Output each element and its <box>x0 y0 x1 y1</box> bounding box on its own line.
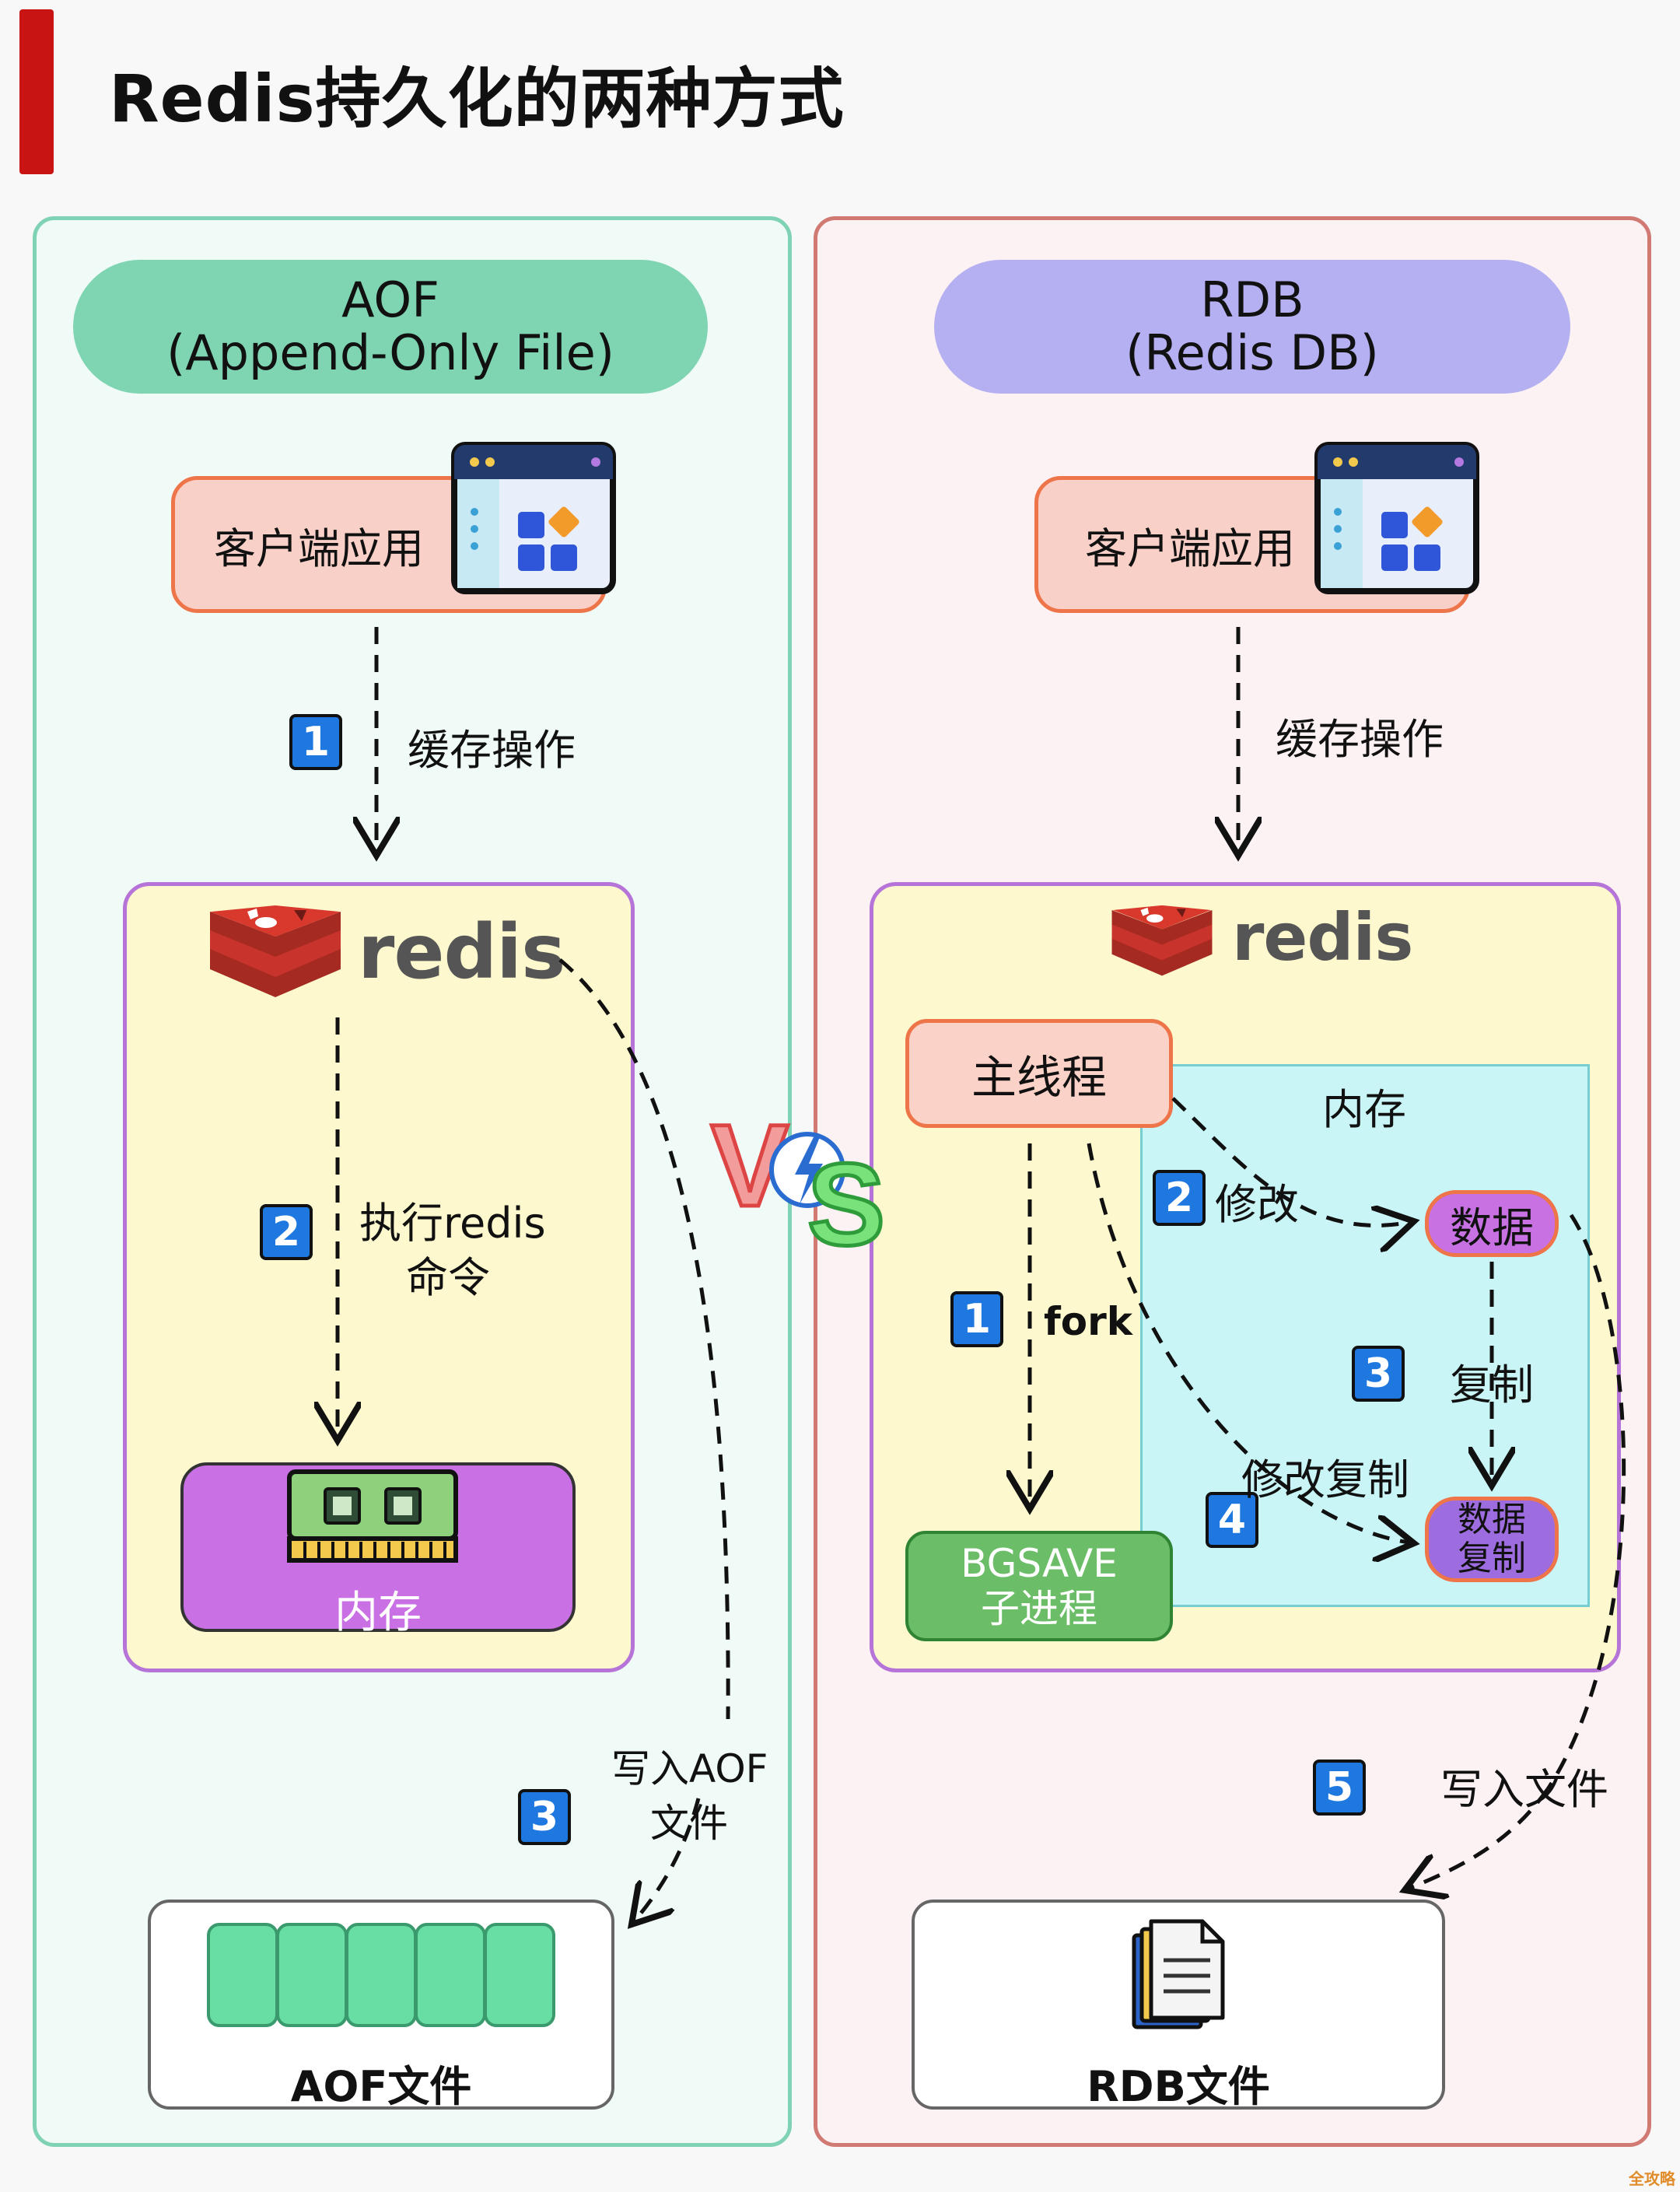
rdb-step2-label: 修改 <box>1215 1180 1299 1229</box>
aof-header: AOF (Append-Only File) <box>73 260 708 394</box>
aof-client-label: 客户端应用 <box>214 523 424 573</box>
watermark: 全攻略 <box>1629 2169 1675 2188</box>
aof-arrow-write-file <box>632 1798 701 1924</box>
rdb-cache-op-label: 缓存操作 <box>1276 715 1444 764</box>
bgsave-label: BGSAVE <box>961 1541 1118 1586</box>
aof-step1-label: 缓存操作 <box>408 726 576 775</box>
rdb-step5-badge: 5 <box>1313 1760 1366 1816</box>
rdb-arrow-write-file <box>1405 1788 1550 1890</box>
data-copy-line2: 复制 <box>1458 1539 1526 1578</box>
redis-logo-icon <box>210 905 341 997</box>
bgsave-sublabel: 子进程 <box>981 1586 1097 1631</box>
rdb-data-copy-node: 数据 复制 <box>1425 1497 1559 1582</box>
aof-step2-badge: 2 <box>260 1204 313 1260</box>
app-window-icon <box>1314 442 1479 594</box>
aof-step3-badge: 3 <box>518 1789 571 1845</box>
vs-letter-s: S <box>807 1139 885 1252</box>
title-accent-bar <box>19 9 54 174</box>
aof-step3-label-line1: 写入AOF <box>611 1746 768 1791</box>
aof-arrow-write-path <box>558 958 730 1720</box>
rdb-redis-wordmark: redis <box>1232 899 1413 975</box>
rdb-file-label: RDB文件 <box>1087 2062 1270 2111</box>
aof-memory-label: 内存 <box>334 1588 422 1638</box>
vs-lightning-icon: V S <box>709 1098 887 1253</box>
page-title: Redis持久化的两种方式 <box>109 61 845 137</box>
rdb-header-title: RDB <box>1200 271 1304 328</box>
rdb-arrow-modify <box>1171 1097 1414 1225</box>
data-copy-line1: 数据 <box>1458 1500 1526 1539</box>
rdb-arrow-modify-copy <box>1087 1143 1414 1543</box>
rdb-step3-label: 复制 <box>1450 1360 1534 1409</box>
aof-step2-label-line1: 执行redis <box>359 1199 546 1248</box>
aof-step1-badge: 1 <box>289 714 342 770</box>
document-stack-icon <box>1132 1919 1225 2029</box>
rdb-arrow-write-path <box>1545 1213 1626 1791</box>
aof-file-label: AOF文件 <box>290 2062 472 2111</box>
aof-step3-label-line2: 文件 <box>650 1801 728 1846</box>
rdb-step1-badge: 1 <box>950 1291 1003 1347</box>
rdb-header-subtitle: (Redis DB) <box>1125 324 1379 381</box>
app-window-icon <box>451 442 616 594</box>
aof-header-subtitle: (Append-Only File) <box>166 324 614 381</box>
rdb-step2-badge: 2 <box>1153 1170 1206 1226</box>
rdb-step5-label: 写入文件 <box>1440 1765 1608 1814</box>
memory-chip-icon <box>287 1469 458 1563</box>
rdb-client-label: 客户端应用 <box>1085 523 1295 573</box>
aof-log-segments-icon <box>207 1923 555 2027</box>
rdb-step4-badge: 4 <box>1206 1492 1258 1548</box>
aof-redis-wordmark: redis <box>358 909 565 996</box>
rdb-data-node: 数据 <box>1425 1190 1559 1257</box>
rdb-step4-label: 修改复制 <box>1241 1455 1409 1504</box>
rdb-step3-badge: 3 <box>1352 1346 1405 1402</box>
rdb-memory-title: 内存 <box>1322 1085 1406 1134</box>
aof-step2-label-line2: 命令 <box>406 1253 490 1302</box>
redis-logo-icon <box>1111 905 1213 976</box>
rdb-step1-label: fork <box>1044 1299 1133 1344</box>
rdb-bgsave-child-process: BGSAVE 子进程 <box>905 1531 1173 1641</box>
rdb-main-thread: 主线程 <box>905 1019 1173 1128</box>
aof-header-title: AOF <box>341 271 439 328</box>
rdb-header: RDB (Redis DB) <box>934 260 1570 394</box>
